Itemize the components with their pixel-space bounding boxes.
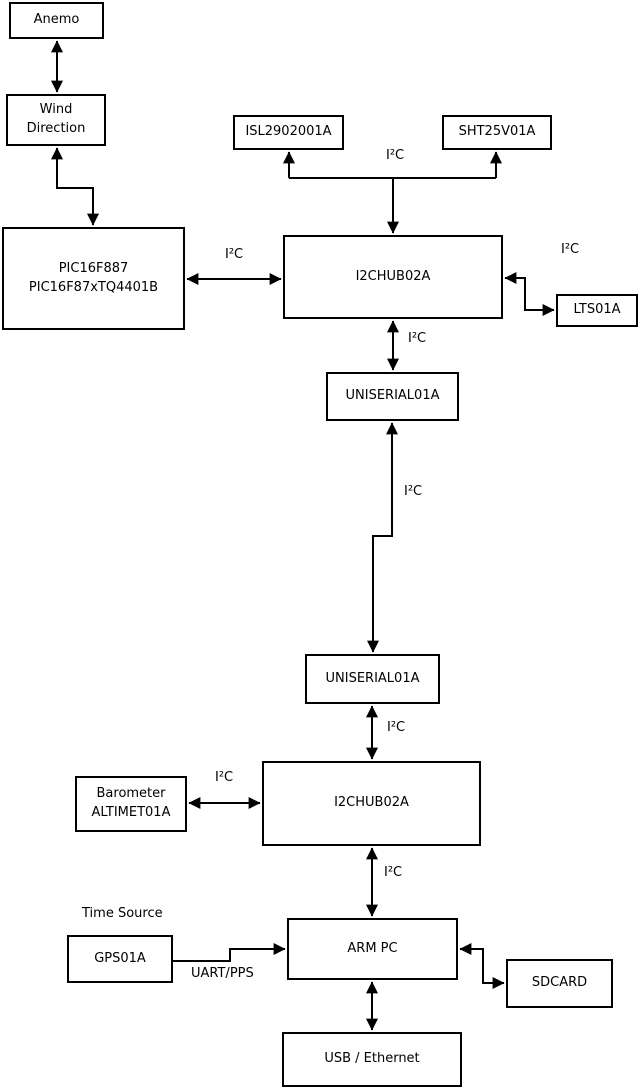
edge-label-i2c-hub2-armpc: I²C bbox=[384, 865, 403, 880]
edge-label-time-source: Time Source bbox=[82, 906, 163, 921]
node-label-line1: Barometer bbox=[96, 786, 166, 802]
edge-hub1-lts bbox=[504, 272, 555, 316]
node-gps: GPS01A bbox=[67, 935, 173, 983]
node-isl-light-sensor: ISL2902001A bbox=[233, 115, 344, 150]
node-label: USB / Ethernet bbox=[324, 1051, 420, 1067]
edge-wind-pic bbox=[51, 147, 99, 226]
edge-label-i2c-lts: I²C bbox=[561, 242, 580, 257]
node-i2c-hub-top: I2CHUB02A bbox=[283, 235, 503, 319]
edge-label-i2c-barometer: I²C bbox=[215, 770, 234, 785]
node-label: SDCARD bbox=[531, 975, 588, 991]
edge-label-i2c-sensor-bus: I²C bbox=[386, 148, 405, 163]
node-usb-ethernet: USB / Ethernet bbox=[282, 1032, 462, 1087]
edge-label-i2c-uniserial-link: I²C bbox=[404, 484, 423, 499]
node-anemometer: Anemo bbox=[9, 2, 104, 39]
node-label: GPS01A bbox=[94, 950, 146, 966]
node-label: SHT25V01A bbox=[458, 124, 536, 140]
node-label: UNISERIAL01A bbox=[325, 670, 420, 686]
node-label-line2: Direction bbox=[26, 121, 86, 136]
edge-label-i2c-pic-hub: I²C bbox=[225, 247, 244, 262]
edge-label-uart-pps: UART/PPS bbox=[191, 966, 254, 981]
node-wind-direction: Wind Direction bbox=[6, 94, 106, 146]
node-label-line1: Wind bbox=[39, 102, 73, 118]
edge-armpc-sdcard bbox=[459, 943, 505, 989]
node-lts-temperature-sensor: LTS01A bbox=[556, 294, 638, 327]
node-i2c-hub-bottom: I2CHUB02A bbox=[262, 761, 481, 846]
node-barometer-altimeter: Barometer ALTIMET01A bbox=[75, 776, 187, 832]
node-label: I2CHUB02A bbox=[334, 795, 409, 811]
node-label: LTS01A bbox=[573, 302, 621, 318]
edge-uniserial1-uniserial2 bbox=[367, 422, 398, 653]
node-label-line2: ALTIMET01A bbox=[91, 805, 171, 820]
edge-label-i2c-uniserial-hub2: I²C bbox=[387, 720, 406, 735]
node-arm-pc: ARM PC bbox=[287, 918, 458, 980]
node-pic-microcontroller: PIC16F887 PIC16F87xTQ4401B bbox=[2, 227, 185, 330]
node-label-line2: PIC16F87xTQ4401B bbox=[28, 279, 159, 295]
node-label: UNISERIAL01A bbox=[345, 388, 440, 404]
node-label: ARM PC bbox=[347, 940, 398, 956]
node-label-line1: PIC16F887 bbox=[58, 260, 129, 276]
node-uniserial-top: UNISERIAL01A bbox=[326, 372, 459, 421]
node-sdcard: SDCARD bbox=[506, 959, 613, 1008]
edge-label-i2c-hub-uniserial: I²C bbox=[408, 331, 427, 346]
node-label: I2CHUB02A bbox=[355, 268, 431, 284]
edge-gps-armpc bbox=[173, 943, 286, 962]
node-label: ISL2902001A bbox=[245, 124, 332, 140]
node-uniserial-bottom: UNISERIAL01A bbox=[305, 654, 440, 704]
node-label: Anemo bbox=[33, 12, 80, 28]
node-sht-humidity-sensor: SHT25V01A bbox=[442, 115, 552, 150]
